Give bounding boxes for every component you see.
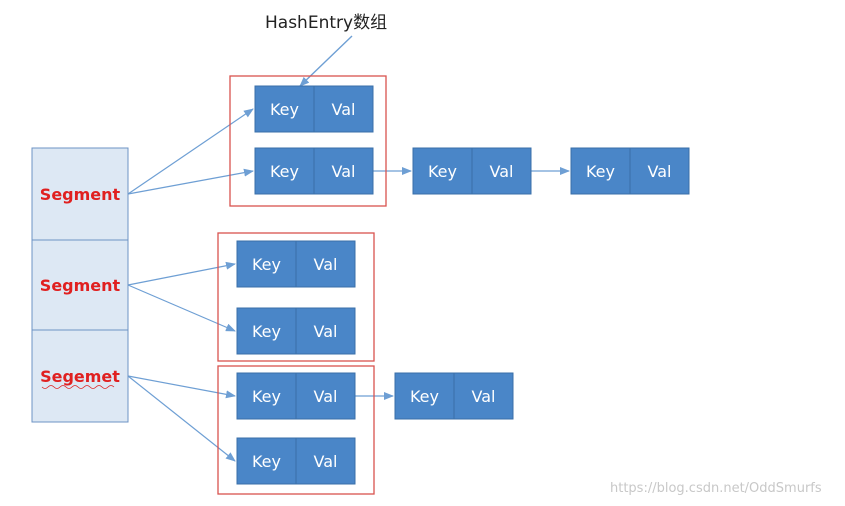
segment-label: Segemet bbox=[40, 367, 120, 386]
segment-to-entry-arrow bbox=[127, 168, 254, 195]
val-label: Val bbox=[314, 322, 338, 341]
segment-to-entry-arrow bbox=[127, 284, 236, 332]
val-cell bbox=[295, 372, 356, 420]
segment-to-entry-arrow bbox=[127, 375, 236, 462]
key-label: Key bbox=[586, 162, 615, 181]
key-label: Key bbox=[270, 100, 299, 119]
segment-1: Segment bbox=[31, 147, 129, 241]
segment-to-entry-arrow bbox=[127, 261, 236, 286]
val-label: Val bbox=[314, 452, 338, 471]
segment-3: Segemet bbox=[31, 329, 129, 423]
key-label: Key bbox=[270, 162, 299, 181]
chained-hashentry-node: Key Val bbox=[412, 147, 532, 195]
watermark: https://blog.csdn.net/OddSmurfs bbox=[610, 481, 822, 496]
segment-2: Segment bbox=[31, 239, 129, 331]
segment-label: Segment bbox=[40, 276, 121, 295]
val-label: Val bbox=[472, 387, 496, 406]
key-cell bbox=[412, 147, 473, 195]
segment-to-entry-arrow bbox=[127, 375, 236, 399]
val-cell bbox=[471, 147, 532, 195]
key-cell bbox=[236, 372, 297, 420]
chained-hashentry-node: Key Val bbox=[394, 372, 514, 420]
hashentry-groups bbox=[217, 75, 387, 495]
chained-hashentry-node: Key Val bbox=[570, 147, 690, 195]
val-cell bbox=[295, 240, 356, 288]
segment-cell bbox=[31, 147, 129, 241]
hashentry-node: Key Val bbox=[236, 240, 356, 288]
key-cell bbox=[570, 147, 631, 195]
val-cell bbox=[629, 147, 690, 195]
key-cell bbox=[236, 307, 297, 355]
key-cell bbox=[236, 240, 297, 288]
val-label: Val bbox=[648, 162, 672, 181]
segment-label: Segment bbox=[40, 185, 121, 204]
val-label: Val bbox=[332, 100, 356, 119]
key-label: Key bbox=[252, 322, 281, 341]
segment-to-entry-arrow bbox=[127, 108, 254, 195]
val-cell bbox=[295, 437, 356, 485]
key-label: Key bbox=[252, 387, 281, 406]
key-cell bbox=[254, 147, 315, 195]
val-label: Val bbox=[314, 387, 338, 406]
key-label: Key bbox=[410, 387, 439, 406]
val-cell bbox=[313, 85, 374, 133]
val-cell bbox=[453, 372, 514, 420]
hashentry-array-box-1 bbox=[229, 75, 387, 207]
key-cell bbox=[394, 372, 455, 420]
val-cell bbox=[313, 147, 374, 195]
hashentry-node: Key Val bbox=[236, 372, 356, 420]
key-cell bbox=[236, 437, 297, 485]
val-label: Val bbox=[314, 255, 338, 274]
val-label: Val bbox=[490, 162, 514, 181]
hashentry-array-box-3 bbox=[217, 365, 375, 495]
key-label: Key bbox=[428, 162, 457, 181]
hashentry-array-box-2 bbox=[217, 232, 375, 362]
key-label: Key bbox=[252, 255, 281, 274]
arrows-layer bbox=[127, 108, 570, 462]
key-label: Key bbox=[252, 452, 281, 471]
title-pointer-arrow bbox=[299, 35, 353, 87]
hashentry-node: Key Val bbox=[236, 307, 356, 355]
hashentry-node: Key Val bbox=[254, 147, 374, 195]
segment-cell bbox=[31, 329, 129, 423]
val-label: Val bbox=[332, 162, 356, 181]
val-cell bbox=[295, 307, 356, 355]
spellcheck-underline bbox=[41, 385, 115, 389]
hashentry-node: Key Val bbox=[254, 85, 374, 133]
hashentry-array-title: HashEntry数组 bbox=[265, 13, 387, 33]
hashentry-node: Key Val bbox=[236, 437, 356, 485]
